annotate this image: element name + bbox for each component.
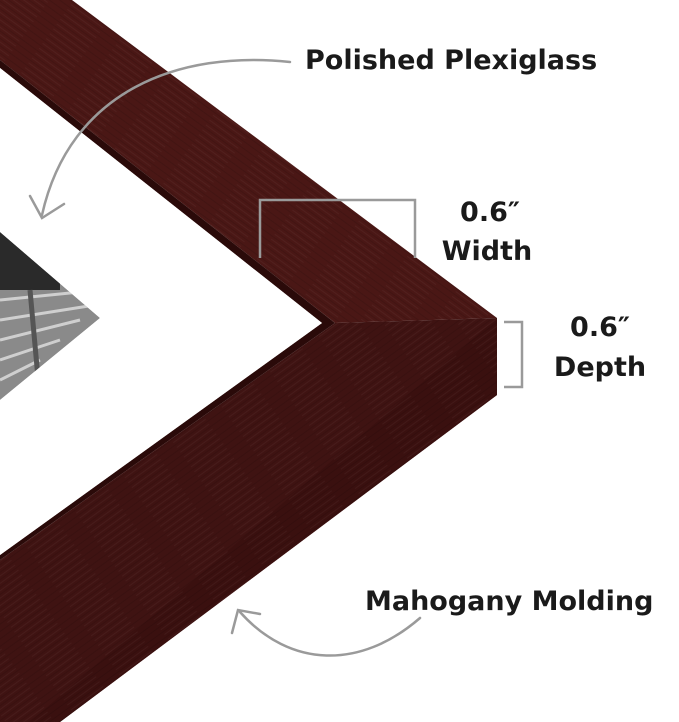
depth-bracket [504,320,524,389]
width-value-label: 0.6″ [460,197,520,228]
molding-arrow [230,608,422,657]
frame-bottom-arm [0,318,497,722]
molding-label: Mahogany Molding [365,586,654,617]
frame-side-face [30,318,497,722]
frame-top-arm [0,0,497,323]
depth-name-label: Depth [553,352,647,383]
mat-board [0,68,322,555]
depth-value-label: 0.6″ [570,312,630,343]
width-name-label: Width [441,236,533,267]
plexiglass-arrow [28,58,292,220]
width-bracket [258,198,417,258]
plexiglass-label: Polished Plexiglass [305,45,598,76]
